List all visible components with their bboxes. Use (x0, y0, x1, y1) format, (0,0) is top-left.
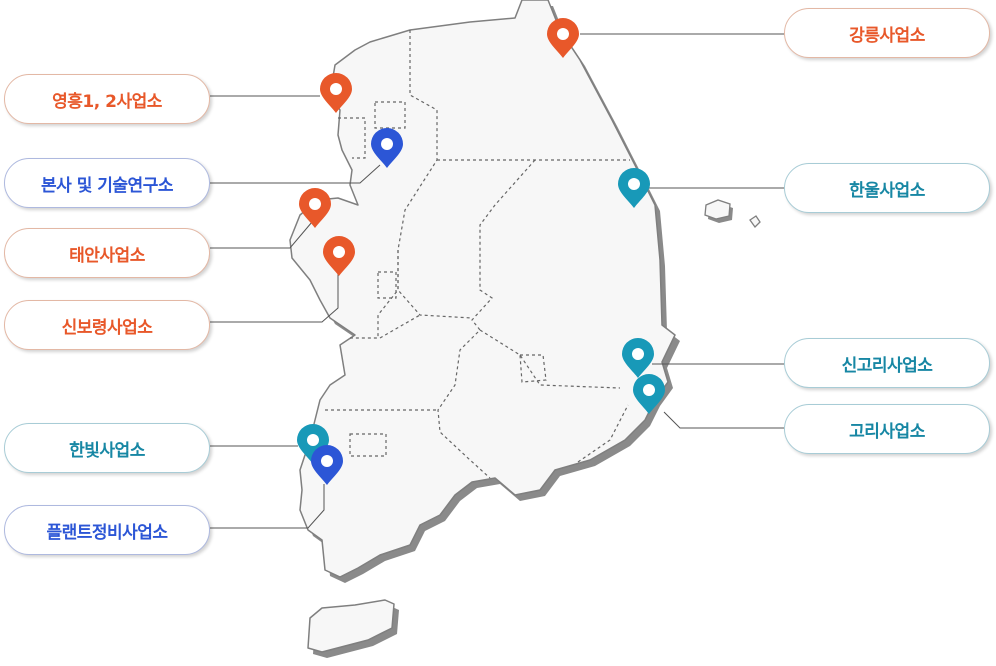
map-pin-icon-hanul[interactable] (618, 168, 650, 208)
leader-line-gori (663, 411, 784, 429)
ulleung-islands (704, 199, 761, 229)
label-taean[interactable]: 태안사업소 (4, 228, 210, 278)
map-pin-icon-plant[interactable] (311, 445, 343, 485)
label-yeongheung-text: 영흥1, 2사업소 (52, 91, 162, 112)
pin-hole (643, 384, 655, 396)
label-hanul-text: 한울사업소 (849, 180, 925, 201)
pin-hole (628, 178, 640, 190)
map-pin-icon-gangneung[interactable] (547, 18, 579, 58)
label-hanbit[interactable]: 한빛사업소 (4, 423, 210, 473)
pin-hole (333, 246, 345, 258)
pin-hole (632, 348, 644, 360)
leader-line-boryeong (210, 274, 339, 323)
label-boryeong-text: 신보령사업소 (61, 317, 153, 338)
label-gangneung[interactable]: 강릉사업소 (784, 8, 990, 58)
label-plant[interactable]: 플랜트정비사업소 (4, 505, 210, 555)
label-yeongheung[interactable]: 영흥1, 2사업소 (4, 74, 210, 124)
label-taean-text: 태안사업소 (69, 245, 145, 266)
label-hq-text: 본사 및 기술연구소 (41, 175, 173, 196)
map-pin-icon-shingori[interactable] (622, 338, 654, 378)
label-gori-text: 고리사업소 (849, 421, 925, 442)
map-pin-icon-boryeong[interactable] (323, 236, 355, 276)
label-shingori[interactable]: 신고리사업소 (784, 338, 990, 388)
leader-line-hq (210, 164, 381, 184)
pin-hole (381, 138, 393, 150)
leader-lines (210, 33, 784, 529)
pin-hole (330, 83, 342, 95)
pin-hole (309, 198, 321, 210)
label-shingori-text: 신고리사업소 (841, 355, 933, 376)
jeju-island (307, 599, 399, 658)
label-hanul[interactable]: 한울사업소 (784, 163, 990, 213)
label-boryeong[interactable]: 신보령사업소 (4, 300, 210, 350)
province-borders (325, 30, 630, 479)
leader-line-taean (210, 221, 313, 249)
label-plant-text: 플랜트정비사업소 (46, 522, 168, 543)
map-pins (297, 18, 665, 485)
map-pin-icon-taean[interactable] (299, 188, 331, 228)
pin-hole (321, 455, 333, 467)
label-gori[interactable]: 고리사업소 (784, 404, 990, 454)
map-pin-icon-hq[interactable] (371, 128, 403, 168)
pin-hole (307, 434, 319, 446)
leader-line-plant (210, 484, 325, 529)
label-hanbit-text: 한빛사업소 (69, 440, 145, 461)
label-hq[interactable]: 본사 및 기술연구소 (4, 158, 210, 208)
pin-hole (557, 28, 569, 40)
map-pin-icon-yeongheung[interactable] (320, 73, 352, 113)
label-gangneung-text: 강릉사업소 (849, 25, 925, 46)
map-pin-icon-gori[interactable] (633, 374, 665, 414)
